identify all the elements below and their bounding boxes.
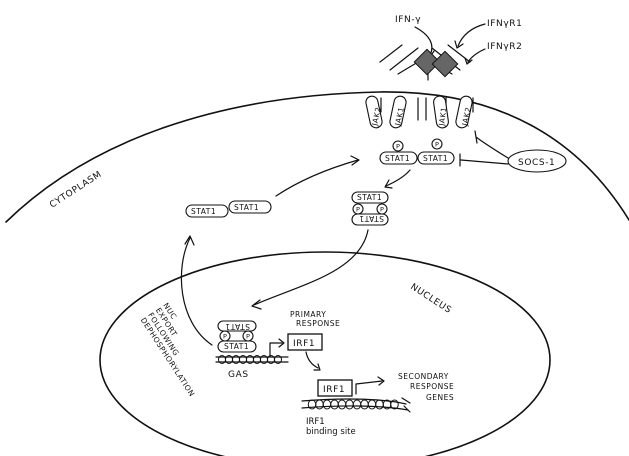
svg-text:STAT1: STAT1: [385, 154, 410, 163]
svg-text:STAT1: STAT1: [225, 322, 250, 331]
svg-text:STAT1: STAT1: [191, 207, 216, 216]
svg-text:SOCS-1: SOCS-1: [518, 158, 555, 168]
svg-text:P: P: [396, 143, 400, 151]
irf1-binding-site-label: IRF1 binding site: [306, 417, 356, 437]
secondary-line-2: RESPONSE: [410, 382, 454, 391]
gas-dna: [215, 355, 289, 364]
svg-text:STAT1: STAT1: [224, 342, 249, 351]
irf1-binding-dna: [301, 397, 411, 413]
jak1-right: JAK1: [433, 95, 449, 129]
svg-text:STAT1: STAT1: [234, 203, 259, 212]
nuclear-export-arrow: [180, 237, 213, 346]
secondary-transcription-arrowhead: [377, 376, 385, 386]
stat1-receptor-left: STAT1: [379, 151, 418, 165]
svg-text:P: P: [380, 206, 384, 214]
gas-transcription-arrowhead: [278, 338, 285, 348]
binding-dna-turn: [360, 399, 369, 410]
nuclear-export-label: NUC EXPORT FOLLOWING DEPHOSPHORYLATION: [139, 301, 220, 398]
socs1-node: SOCS-1: [507, 149, 567, 173]
release-arrow: [385, 169, 411, 187]
svg-text:P: P: [223, 333, 227, 341]
svg-text:P: P: [435, 141, 439, 149]
r1-pointer: [457, 23, 486, 47]
receptor-r1-label: IFNγR1: [487, 19, 522, 29]
irf1-protein: IRF1: [317, 379, 353, 397]
svg-text:STAT1: STAT1: [357, 193, 382, 202]
gas-label: GAS: [228, 370, 249, 380]
receptor-phosphate-left: P: [392, 140, 404, 152]
primary-response-label: PRIMARY RESPONSE: [290, 310, 340, 328]
ifn-gamma-label: IFN-γ: [395, 15, 421, 25]
svg-text:JAK1: JAK1: [393, 106, 406, 127]
svg-text:STAT1: STAT1: [423, 154, 448, 163]
svg-text:P: P: [246, 333, 250, 341]
cytoplasm-label: CYTOPLASM: [48, 170, 104, 211]
binding-line-1: IRF1: [306, 417, 325, 427]
svg-text:JAK2: JAK2: [460, 106, 473, 127]
jak1-left: JAK1: [389, 95, 407, 129]
r2-pointer: [467, 48, 486, 63]
jak2-right: JAK2: [455, 95, 473, 129]
svg-text:IRF1: IRF1: [293, 339, 315, 349]
binding-dna-turn: [345, 399, 354, 410]
ligand-arrow: [414, 26, 433, 56]
irf1-primary-gene: IRF1: [287, 333, 323, 351]
binding-dna-turn: [315, 399, 324, 410]
stat1-receptor-right: STAT1: [417, 151, 455, 165]
binding-dna-turn: [337, 399, 347, 410]
recycle-arrow: [275, 159, 359, 197]
svg-text:JAK2: JAK2: [370, 106, 383, 127]
svg-text:JAK1: JAK1: [437, 106, 449, 127]
secondary-line-3: GENES: [426, 393, 454, 402]
svg-text:P: P: [356, 206, 360, 214]
binding-dna-turn: [322, 399, 332, 410]
cell-membrane: [5, 91, 629, 223]
nuclear-import-arrow: [253, 229, 369, 306]
stat1-dimer-nucleus: STAT1 P P STAT1: [217, 320, 257, 353]
secondary-response-label: SECONDARY RESPONSE GENES: [398, 372, 457, 402]
socs1-inhibits-jak: [474, 130, 509, 159]
binding-line-2: binding site: [306, 427, 356, 437]
primary-line-1: PRIMARY: [290, 310, 326, 319]
secondary-transcription-arrow: [355, 380, 383, 395]
svg-text:STAT1: STAT1: [359, 214, 384, 223]
irf1-translation-arrowhead: [313, 363, 321, 371]
r1-pointer-head: [454, 40, 464, 49]
socs1-inhibits-stat: [459, 153, 509, 167]
receptor-phosphate-right: P: [431, 138, 443, 150]
release-arrowhead: [384, 179, 393, 189]
stat1-dimer-cytoplasm: STAT1 P P STAT1: [351, 191, 389, 226]
gas-dna-turn: [274, 355, 282, 364]
binding-dna-turn: [375, 399, 384, 410]
receptor-r2-label: IFNγR2: [487, 42, 522, 52]
nucleus-envelope: [99, 251, 551, 456]
irf1-translation-arrow: [305, 351, 319, 369]
binding-dna-turn: [352, 399, 362, 410]
recycle-arrowhead: [350, 155, 360, 166]
nucleus-label: NUCLEUS: [408, 282, 453, 316]
nuclear-import-arrowhead: [251, 299, 262, 310]
gas-transcription-arrow: [269, 342, 283, 357]
binding-dna-turn: [390, 399, 399, 410]
binding-dna-turn: [367, 399, 377, 410]
secondary-line-1: SECONDARY: [398, 372, 449, 381]
primary-line-2: RESPONSE: [296, 319, 340, 328]
stat1-unphosphorylated-pair: STAT1 STAT1: [185, 200, 272, 218]
r2-pointer-head: [464, 57, 473, 65]
ifn-gamma-dimer: [413, 48, 459, 78]
svg-text:IRF1: IRF1: [323, 385, 345, 395]
jak2-left: JAK2: [365, 95, 383, 129]
nuclear-export-arrowhead: [184, 235, 195, 246]
binding-dna-turn: [330, 399, 339, 410]
